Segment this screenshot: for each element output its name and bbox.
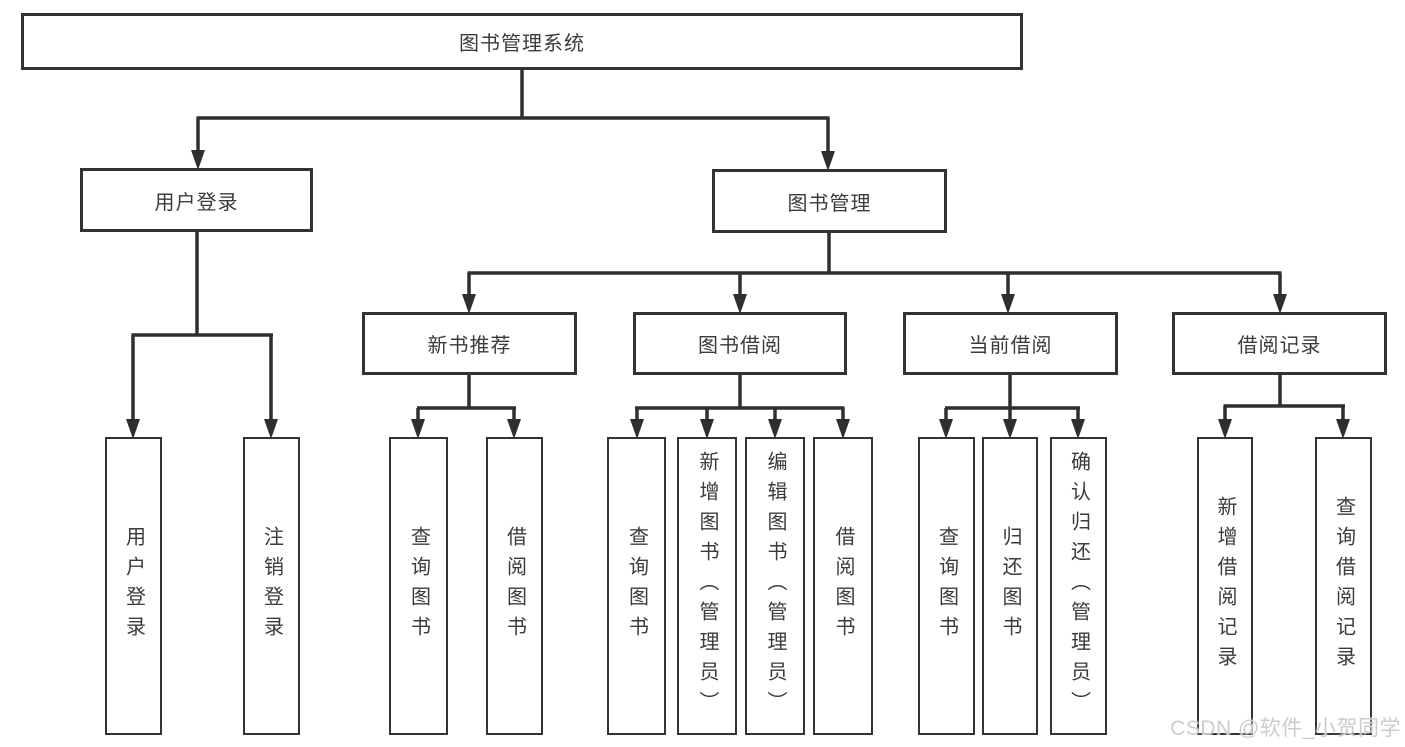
node-user-login: 用户登录 [80, 168, 313, 232]
leaf-record-query-borrow-record: 查询借阅记录 [1315, 437, 1372, 735]
leaf-borrow-edit-books-admin: 编辑图书（管理员） [745, 437, 805, 735]
node-book-borrow: 图书借阅 [633, 312, 847, 375]
leaf-current-confirm-return-admin-label: 确认归还（管理员） [1067, 451, 1090, 721]
arrow-bb-add [700, 419, 714, 439]
leaf-record-add-borrow-record-label: 新增借阅记录 [1214, 496, 1236, 676]
leaf-newbook-query-books: 查询图书 [389, 437, 448, 735]
leaf-borrow-borrow-books: 借阅图书 [813, 437, 873, 735]
leaf-newbook-borrow-books-label: 借阅图书 [503, 526, 526, 646]
node-new-book-recommend: 新书推荐 [362, 312, 577, 375]
arrow-br-add [1218, 419, 1232, 439]
node-borrow-record-label: 借阅记录 [1237, 335, 1322, 357]
leaf-current-query-books-label: 查询图书 [935, 526, 958, 646]
leaf-borrow-add-books-admin: 新增图书（管理员） [677, 437, 737, 735]
leaf-current-return-books: 归还图书 [982, 437, 1038, 735]
leaf-user-login-label: 用户登录 [122, 526, 145, 646]
arrowheads [126, 150, 1350, 439]
leaf-current-return-books-label: 归还图书 [999, 526, 1021, 646]
arrow-cb-query [939, 419, 953, 439]
node-root-system-label: 图书管理系统 [459, 33, 585, 55]
arrow-new-book-rec [462, 294, 476, 314]
arrow-bb-borrow [836, 419, 850, 439]
arrow-leaf-logout [264, 419, 278, 439]
leaf-borrow-query-books-label: 查询图书 [625, 526, 648, 646]
leaf-current-query-books: 查询图书 [918, 437, 975, 735]
node-book-management-label: 图书管理 [787, 192, 872, 215]
arrow-book-mgmt [821, 151, 835, 171]
leaf-borrow-query-books: 查询图书 [607, 437, 666, 735]
arrow-borrow-record [1273, 294, 1287, 314]
leaf-borrow-add-books-admin-label: 新增图书（管理员） [696, 451, 718, 721]
arrow-bb-edit [768, 419, 782, 439]
arrow-cb-confirm [1071, 419, 1085, 439]
leaf-logout-label: 注销登录 [260, 526, 283, 646]
leaf-user-login: 用户登录 [105, 437, 162, 735]
node-new-book-recommend-label: 新书推荐 [427, 335, 512, 357]
arrow-book-borrow [733, 294, 747, 314]
arrow-current-borrow [1001, 294, 1015, 314]
node-root-system: 图书管理系统 [21, 13, 1023, 70]
csdn-watermark: CSDN @软件_小贺同学 [1170, 717, 1401, 740]
arrow-br-query [1336, 419, 1350, 439]
node-book-management: 图书管理 [712, 169, 947, 233]
leaf-record-query-borrow-record-label: 查询借阅记录 [1332, 496, 1355, 676]
arrow-nb-query [411, 419, 425, 439]
leaf-borrow-borrow-books-label: 借阅图书 [832, 526, 854, 646]
leaf-logout: 注销登录 [243, 437, 300, 735]
leaf-newbook-query-books-label: 查询图书 [407, 526, 430, 646]
arrow-bb-query [630, 419, 644, 439]
node-book-borrow-label: 图书借阅 [698, 335, 782, 357]
node-current-borrow: 当前借阅 [903, 312, 1118, 375]
node-user-login-label: 用户登录 [154, 191, 239, 214]
node-borrow-record: 借阅记录 [1172, 312, 1387, 375]
arrow-cb-return [1003, 419, 1017, 439]
node-current-borrow-label: 当前借阅 [968, 335, 1053, 357]
arrow-user-login [191, 150, 205, 170]
leaf-current-confirm-return-admin: 确认归还（管理员） [1050, 437, 1107, 735]
leaf-record-add-borrow-record: 新增借阅记录 [1197, 437, 1253, 735]
arrow-nb-borrow [507, 419, 521, 439]
leaf-borrow-edit-books-admin-label: 编辑图书（管理员） [764, 451, 786, 721]
leaf-newbook-borrow-books: 借阅图书 [486, 437, 543, 735]
arrow-leaf-user-login [126, 419, 140, 439]
